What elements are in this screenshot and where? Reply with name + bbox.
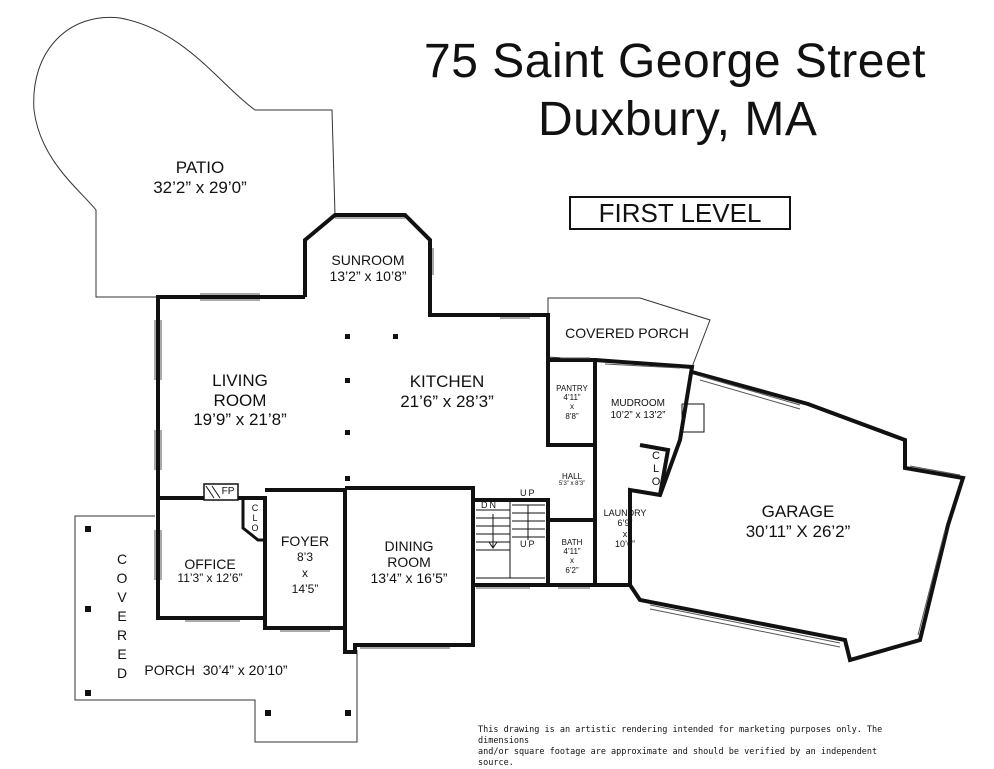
clo-letter: L [652, 463, 660, 475]
stair-walls [473, 498, 550, 585]
room-covered-porch-top: COVERED PORCH [565, 325, 689, 341]
room-name-line1: DINING [384, 538, 434, 554]
patio-outline [33, 16, 336, 298]
room-name-line2: ROOM [213, 390, 267, 410]
covered-porch-outline [74, 515, 358, 743]
clo-letter: C [251, 503, 259, 513]
room-living-room: LIVING ROOM 19’9” x 21’8” [193, 371, 287, 430]
fireplace-label: FP [221, 486, 235, 497]
room-name: KITCHEN [409, 372, 485, 391]
office-walls [158, 496, 267, 628]
stair-up-label-lower: UP [520, 539, 537, 549]
room-dims-line3: 14’5” [291, 582, 319, 596]
room-dining-room: DINING ROOM 13’4” x 16’5” [370, 538, 447, 586]
room-name: COVERED PORCH [565, 325, 689, 341]
room-name: FOYER [280, 533, 330, 549]
covered-letter: C [116, 551, 128, 567]
covered-letter: E [117, 646, 127, 662]
room-dims-line1: 8’3 [296, 550, 314, 564]
room-office: OFFICE 11’3” x 12’6” [177, 556, 242, 586]
room-dims-line2: x [570, 556, 574, 566]
room-dims-line3: 8’8” [565, 411, 579, 421]
foyer-closet-walls [241, 500, 265, 542]
covered-letter: E [117, 608, 127, 624]
room-garage: GARAGE 30’11” X 26’2” [746, 502, 851, 541]
room-dims: 11’3” x 12’6” [177, 571, 243, 586]
room-name: GARAGE [761, 502, 835, 521]
sunroom-walls [303, 213, 550, 357]
room-name-line1: LIVING [212, 371, 268, 390]
room-name: PORCH [144, 662, 195, 678]
room-dims-line1: 4’11” [563, 547, 581, 557]
room-name: MUDROOM [611, 398, 665, 409]
room-dims: 32’2” x 29’0” [153, 177, 247, 197]
room-name: PATIO [175, 158, 225, 177]
room-name: BATH [561, 538, 583, 547]
room-name: HALL [561, 472, 582, 481]
room-dims: 13’2” x 10’8” [329, 268, 407, 285]
clo-mudroom-walls [639, 443, 671, 496]
covered-letter: V [117, 589, 127, 605]
closet-foyer: C L O [247, 503, 263, 533]
kitchen-east-wall [546, 357, 597, 585]
covered-letter: D [116, 665, 128, 681]
room-dims: 30’11” X 26’2” [745, 521, 851, 541]
mudroom-walls [594, 358, 695, 585]
stair-up-label: UP [520, 488, 537, 498]
room-patio: PATIO 32’2” x 29’0” [153, 158, 247, 197]
room-pantry: PANTRY 4’11” x 8’8” [556, 384, 588, 421]
room-dims-line1: 6’9” [617, 518, 633, 529]
room-hall: HALL 5’3” x 8’3” [559, 472, 585, 488]
room-dims: 21’6” x 28’3” [400, 391, 494, 411]
room-dims-line2: x [301, 566, 308, 580]
room-bath: BATH 4’11” x 6’2” [562, 538, 583, 575]
clo-letter: C [652, 450, 660, 462]
room-name: LAUNDRY [603, 508, 647, 518]
room-name: PANTRY [556, 384, 588, 393]
covered-letter: O [116, 570, 128, 586]
disclaimer-line1: This drawing is an artistic rendering in… [478, 725, 883, 746]
room-name: SUNROOM [331, 252, 405, 268]
room-dims-line2: x [622, 528, 628, 539]
address-line-2: Duxbury, MA [538, 93, 818, 146]
room-foyer: FOYER 8’3 x 14’5” [281, 533, 329, 597]
room-dims: 30’4” x 20’10” [202, 662, 288, 678]
room-dims: 19’9” x 21’8” [193, 410, 287, 430]
clo-letter: L [252, 513, 258, 523]
room-dims-line1: 4’11” [563, 393, 581, 403]
room-dims-line3: 6’2” [565, 565, 579, 575]
room-dims: 10’2” x 13’2” [610, 409, 666, 421]
covered-letter: R [116, 627, 128, 643]
clo-letter: O [251, 523, 259, 533]
room-dims-line2: x [570, 402, 574, 412]
room-laundry: LAUNDRY 6’9” x 10’6” [604, 508, 647, 549]
room-name-line2: ROOM [387, 554, 431, 571]
room-porch: PORCH 30’4” x 20’10” [144, 662, 287, 678]
room-sunroom: SUNROOM 13’2” x 10’8” [329, 252, 406, 284]
room-mudroom: MUDROOM 10’2” x 13’2” [610, 398, 665, 421]
disclaimer: This drawing is an artistic rendering in… [478, 725, 918, 769]
disclaimer-line2: and/or square footage are approximate an… [478, 747, 878, 768]
stair-down-label: DN [481, 500, 498, 510]
clo-letter: O [651, 476, 661, 488]
room-dims: 5’3” x 8’3” [558, 481, 586, 488]
address-line-1: 75 Saint George Street [424, 35, 926, 88]
level-label: FIRST LEVEL [569, 196, 791, 230]
room-dims-line3: 10’6” [614, 539, 636, 550]
closet-mudroom: C L O [648, 450, 664, 489]
room-dims: 13’4” x 16’5” [370, 570, 448, 587]
dining-walls [345, 486, 475, 645]
room-name: OFFICE [184, 556, 236, 572]
room-kitchen: KITCHEN 21’6” x 28’3” [400, 372, 494, 411]
garage-walls [628, 370, 966, 663]
